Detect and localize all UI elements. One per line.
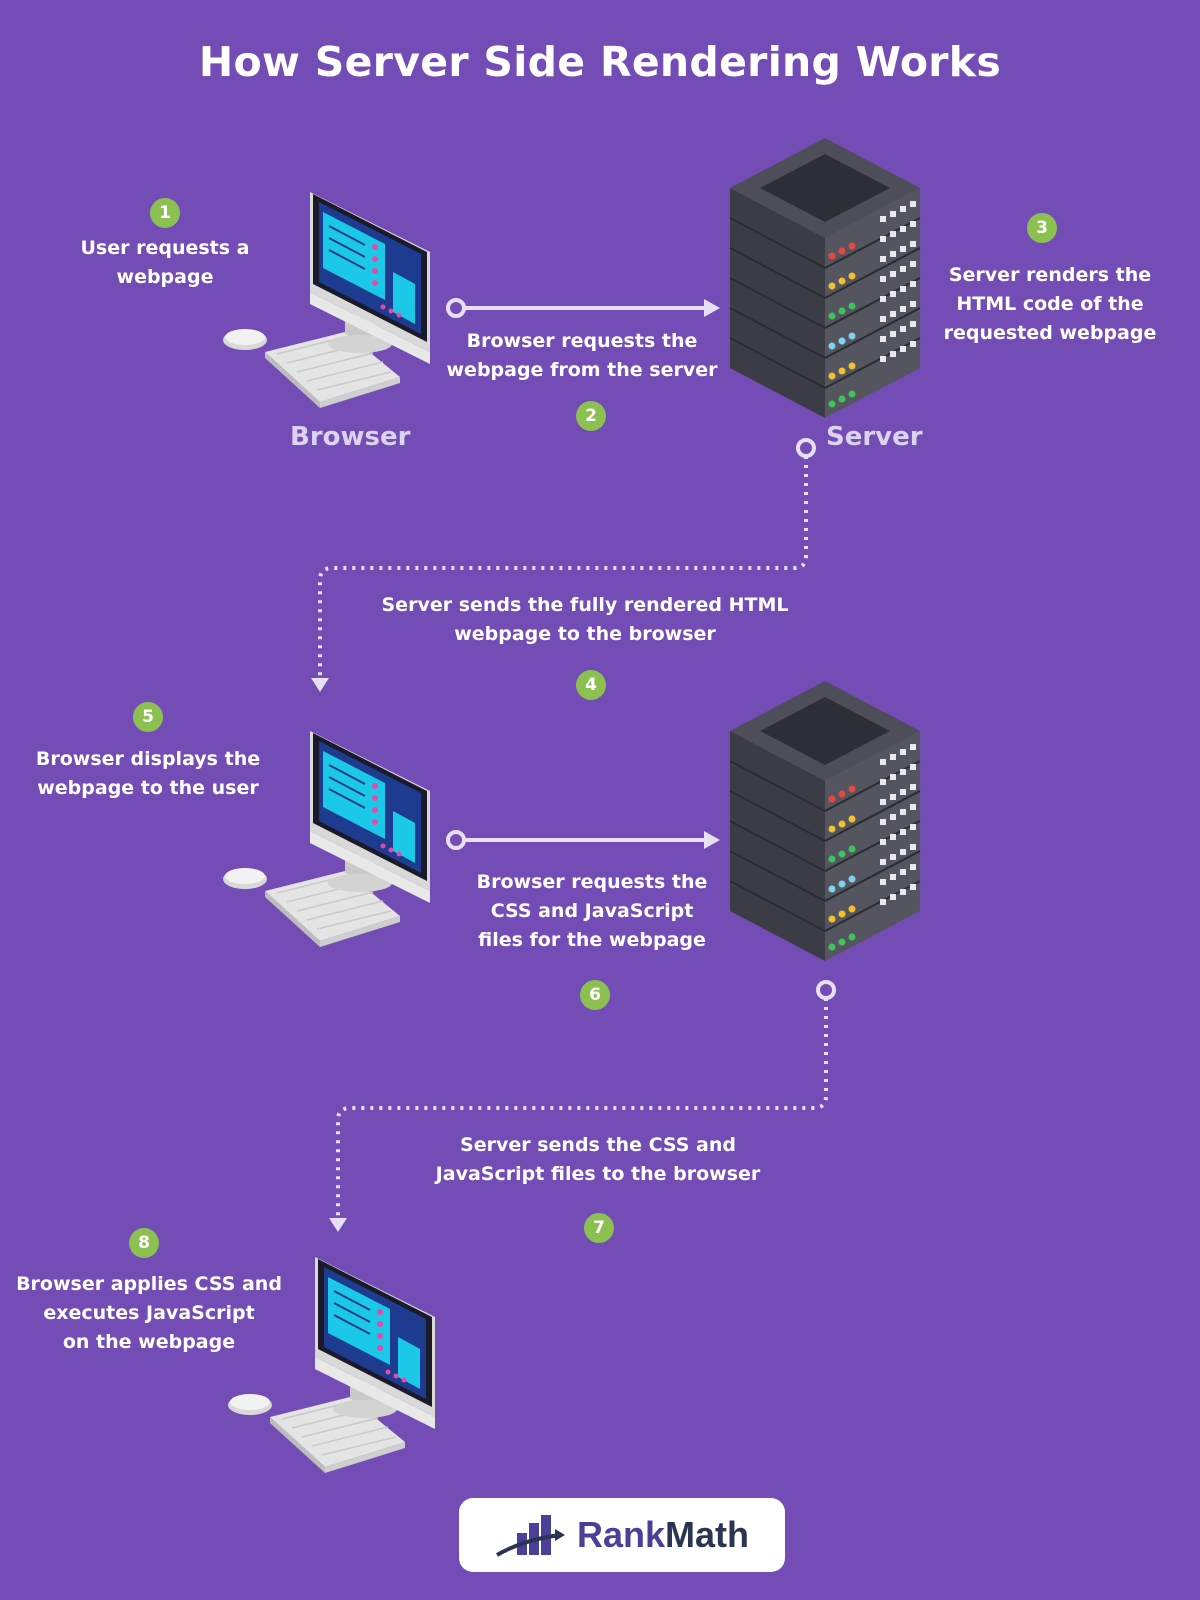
step-text-3: Server renders the HTML code of the requ… <box>943 264 1157 344</box>
step-text-8: Browser applies CSS and executes JavaScr… <box>16 1273 282 1353</box>
server-1 <box>729 137 921 419</box>
browser-label: Browser <box>290 422 411 452</box>
browser-computer-1 <box>222 191 431 409</box>
step-text-1: User requests a webpage <box>80 237 250 288</box>
arrow-send-html <box>311 438 816 692</box>
arrow-request-css-js <box>446 830 720 850</box>
step-badge-7: 7 <box>584 1213 614 1243</box>
step-text-7: Server sends the CSS and JavaScript file… <box>435 1134 761 1185</box>
step-text-2: Browser requests the webpage from the se… <box>446 330 718 381</box>
page-title: How Server Side Rendering Works <box>198 38 1002 86</box>
arrow-send-css-js <box>329 980 836 1232</box>
step-badge-3: 3 <box>1027 213 1057 243</box>
server-label: Server <box>826 422 923 452</box>
step-badge-8: 8 <box>129 1228 159 1258</box>
logo-rank: Rank <box>576 1514 666 1555</box>
step-badge-6: 6 <box>580 980 610 1010</box>
step-text-6: Browser requests the CSS and JavaScript … <box>476 871 708 951</box>
server-2 <box>729 680 921 962</box>
step-badge-4: 4 <box>576 670 606 700</box>
step-badge-5: 5 <box>133 702 163 732</box>
logo-math: Math <box>665 1514 750 1555</box>
step-badge-1: 1 <box>150 198 180 228</box>
step-badge-2: 2 <box>576 401 606 431</box>
arrow-request-webpage <box>446 298 720 318</box>
rankmath-logo-text: RankMath <box>577 1514 749 1556</box>
step-text-4: Server sends the fully rendered HTML web… <box>381 594 789 645</box>
step-text-5: Browser displays the webpage to the user <box>35 748 261 799</box>
rankmath-logo: RankMath <box>459 1498 785 1572</box>
rankmath-logo-icon <box>495 1515 565 1557</box>
